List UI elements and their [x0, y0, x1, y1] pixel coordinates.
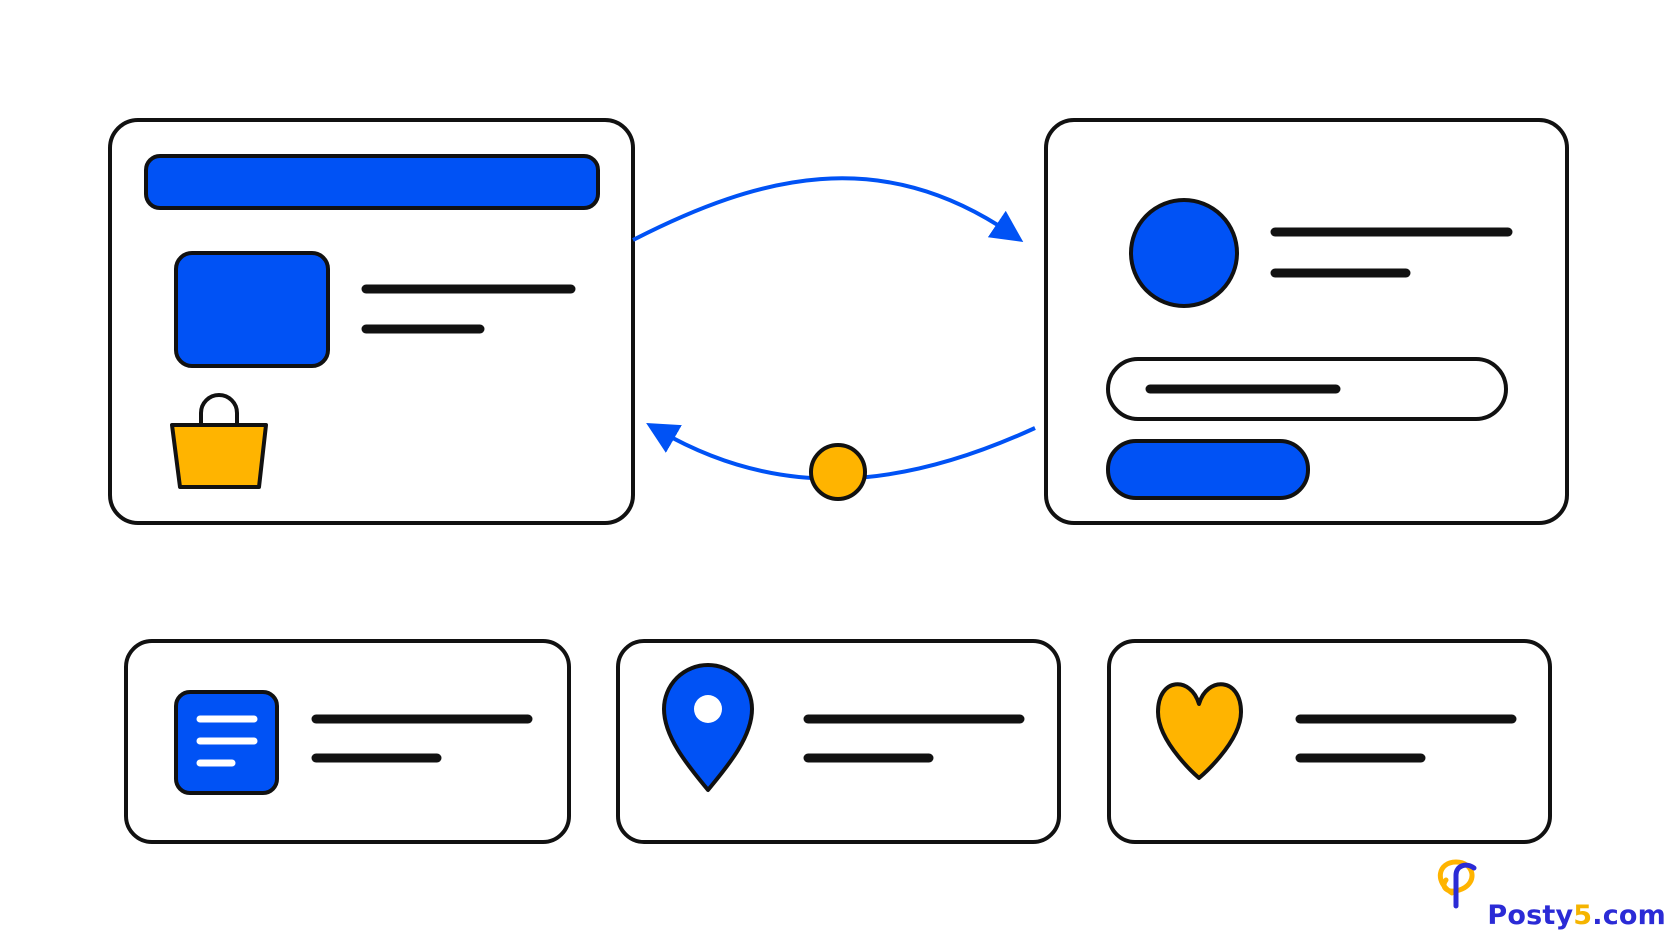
bottom-card-favorite — [1107, 639, 1552, 844]
forward-arrow — [632, 176, 1024, 242]
left-card-frame — [108, 118, 635, 525]
brand-logo[interactable]: Posty 5 .com — [1487, 900, 1666, 931]
location-pin-icon — [662, 663, 754, 792]
brand-name-part-3: .com — [1592, 900, 1666, 931]
brand-name-part-2: 5 — [1573, 900, 1593, 931]
avatar — [1129, 198, 1239, 308]
right-card — [1044, 118, 1569, 525]
brand-logo-icon — [1438, 859, 1477, 909]
bottom-card-location — [616, 639, 1061, 844]
transfer-dot — [809, 443, 867, 501]
heart-icon — [1156, 682, 1243, 780]
bottom-card-document — [124, 639, 571, 844]
submit-button[interactable] — [1106, 439, 1310, 500]
left-card-header-bar — [144, 154, 600, 210]
shopping-basket-icon — [170, 393, 268, 489]
left-card-image-block — [174, 251, 330, 368]
document-icon — [174, 690, 279, 795]
brand-name-part-1: Posty — [1487, 900, 1574, 931]
left-card — [108, 118, 635, 525]
